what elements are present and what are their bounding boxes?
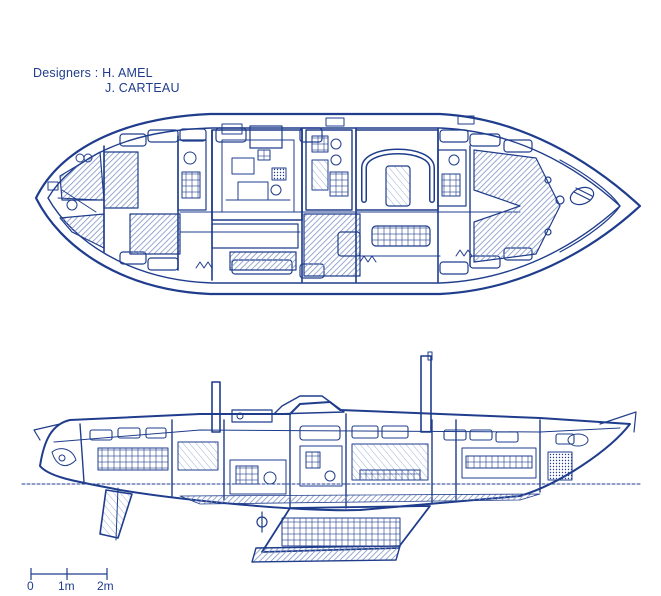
forward-cabin-berths	[473, 149, 561, 263]
interior-cabinetry	[89, 425, 575, 445]
designer-name-2: J. CARTEAU	[105, 81, 180, 95]
side-profile-view	[21, 351, 641, 563]
credits-line-1: Designers : H. AMEL	[33, 66, 180, 81]
profile-bulkheads	[79, 413, 541, 509]
designer-credits: Designers : H. AMEL J. CARTEAU	[33, 66, 180, 96]
aft-cabin-double-berth	[103, 151, 139, 209]
forepeak	[559, 159, 621, 253]
keel-ballast	[281, 517, 401, 547]
aft-heads-basin	[181, 171, 201, 199]
aft-cabin-berth-stbd	[59, 213, 105, 249]
scale-label-0: 0	[27, 579, 34, 593]
deckhouse	[273, 395, 345, 415]
plan-hull-outline	[34, 112, 642, 296]
aft-cabin-berth-2	[129, 213, 181, 255]
chart-table	[249, 125, 283, 149]
nav-station-hatched	[303, 213, 361, 277]
scale-label-2m: 2m	[97, 579, 114, 593]
galley	[305, 129, 353, 211]
rudder	[99, 489, 133, 539]
saloon-settee-stbd	[371, 225, 431, 247]
starboard-quarter-berth	[229, 251, 297, 271]
aft-quarter-berth	[211, 223, 299, 249]
scale-label-1m: 1m	[58, 579, 75, 593]
steering-gear	[47, 153, 101, 213]
bilge	[179, 493, 541, 505]
saloon-table	[385, 165, 411, 207]
designer-name-1: H. AMEL	[102, 66, 153, 80]
anchor-chain-locker	[544, 176, 595, 236]
deck-hatches	[195, 115, 475, 269]
aft-heads-toilet	[183, 151, 197, 165]
stern-pulpit	[33, 423, 61, 441]
credits-line-2: J. CARTEAU	[33, 81, 180, 96]
profile-furniture	[51, 433, 589, 495]
propeller	[256, 511, 268, 533]
saloon-settee-seat	[337, 231, 361, 257]
main-mast	[420, 355, 432, 433]
engine-room-block	[211, 129, 303, 221]
bow-pulpit	[599, 411, 637, 433]
wheelhouse-top	[231, 409, 273, 423]
bulkheads	[103, 127, 439, 283]
scale-bar	[30, 568, 108, 580]
keel-bulb	[251, 545, 401, 563]
mizzen-mast	[211, 381, 221, 433]
engine-machinery	[225, 149, 291, 201]
deck-plan-view	[34, 112, 642, 296]
port-settee-cushions	[119, 127, 533, 153]
credits-label: Designers :	[33, 66, 99, 80]
galley-fittings	[311, 135, 349, 197]
